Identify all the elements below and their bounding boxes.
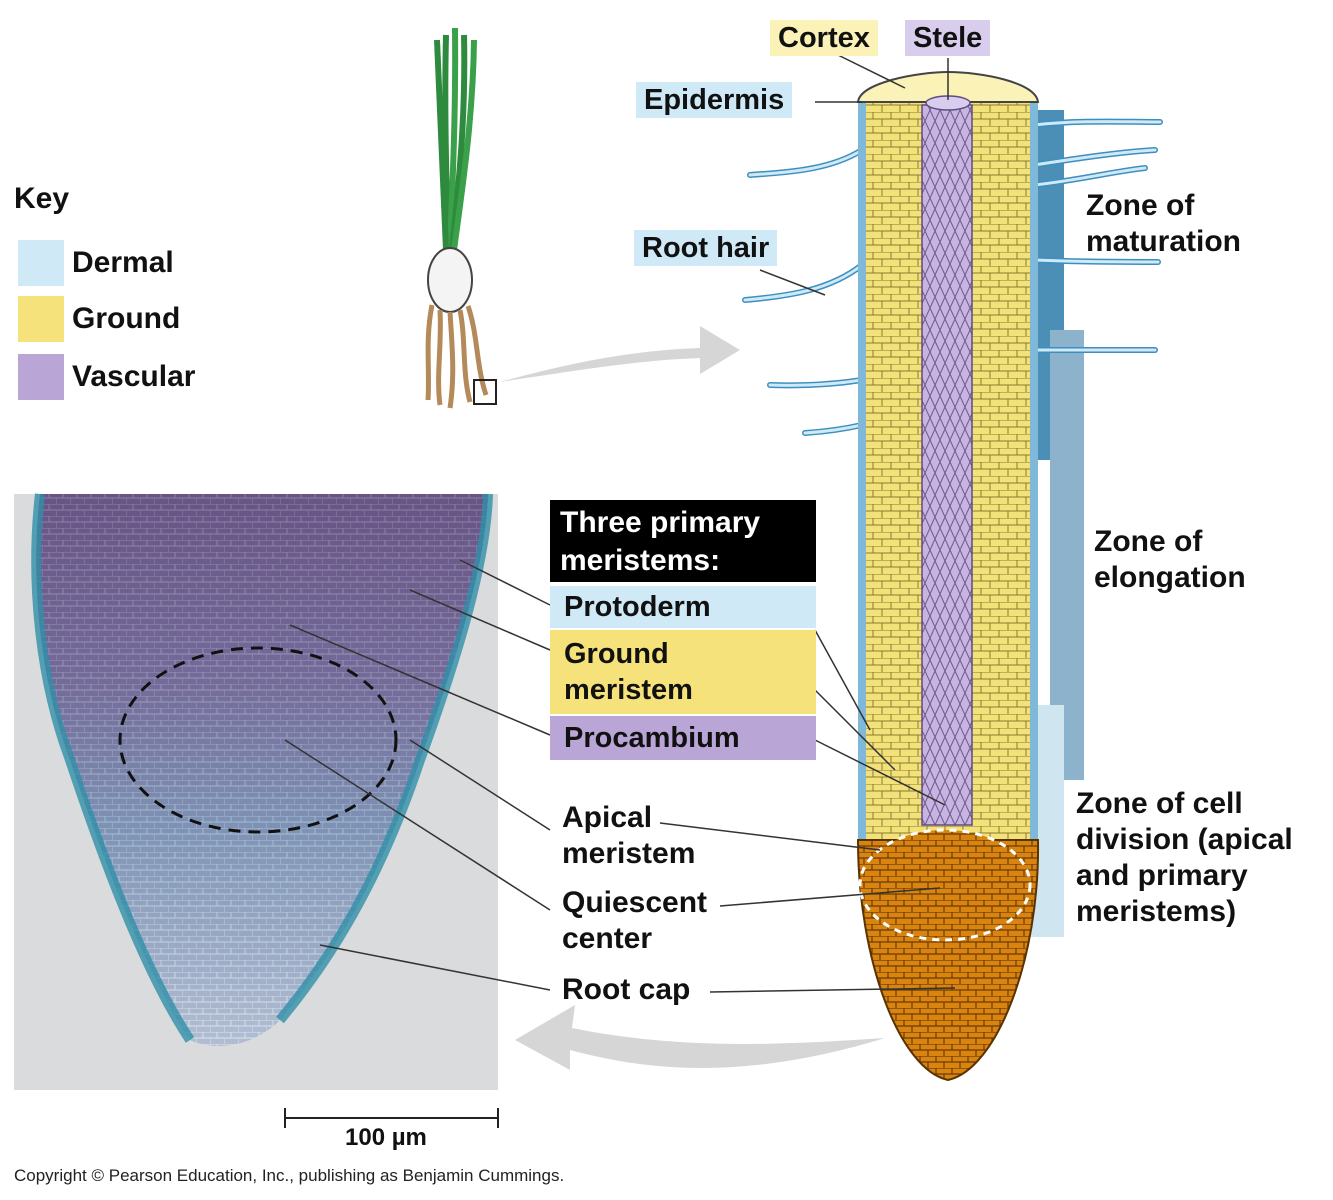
zoom-arrow-right — [500, 326, 740, 382]
vascular-swatch — [18, 354, 64, 400]
quiescent-outline — [118, 646, 398, 834]
onion-plant-illustration — [425, 27, 497, 409]
key-ground-label: Ground — [72, 302, 181, 335]
dermal-swatch — [18, 240, 64, 286]
protoderm-label: Protoderm — [550, 586, 816, 628]
zoom-arrow-left — [515, 1005, 885, 1070]
root-section — [742, 70, 1163, 1082]
stele-label: Stele — [905, 20, 991, 56]
procambium-label: Procambium — [550, 716, 816, 760]
ground-swatch — [18, 296, 64, 342]
key-vascular-label: Vascular — [72, 360, 196, 393]
copyright-text: Copyright © Pearson Education, Inc., pub… — [14, 1166, 565, 1185]
scale-bar-label: 100 µm — [345, 1124, 427, 1151]
key-title: Key — [14, 182, 70, 215]
epidermis-label: Epidermis — [636, 82, 793, 118]
scale-bar — [284, 1108, 499, 1128]
root-hair-label: Root hair — [634, 230, 778, 266]
cortex-label: Cortex — [770, 20, 878, 56]
leader-lines — [284, 54, 956, 993]
key-dermal-label: Dermal — [72, 246, 174, 279]
root-cap-label: Root cap — [562, 973, 691, 1006]
root-tip-micrograph — [14, 493, 498, 1090]
